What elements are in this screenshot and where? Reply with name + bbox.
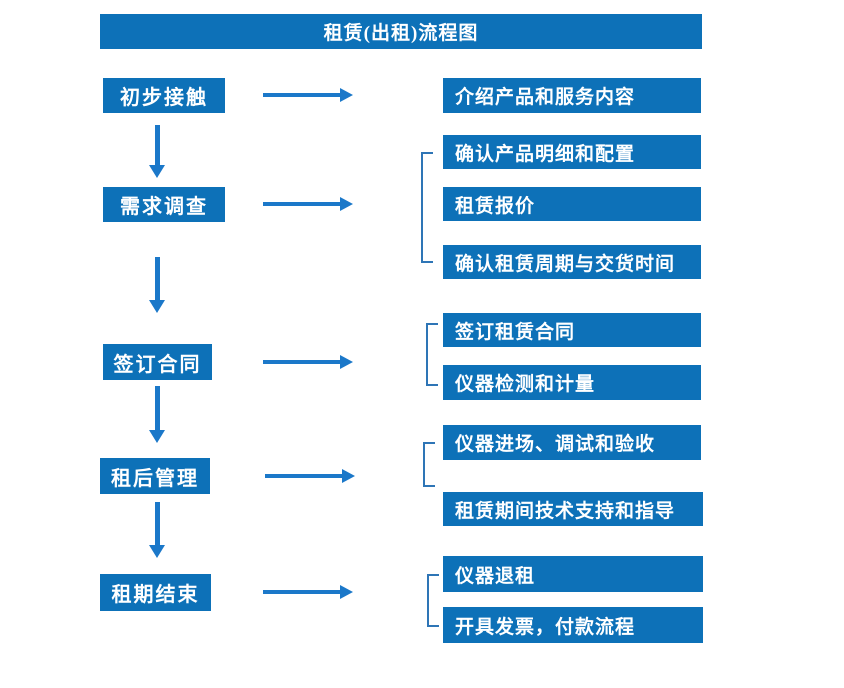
detail-box: 确认租赁周期与交货时间 [443,245,701,279]
group-bracket [427,574,439,627]
group-bracket [426,323,438,386]
page-title: 租赁(出租)流程图 [323,23,479,44]
step-box-rental-end: 租期结束 [100,574,211,611]
step-label: 租后管理 [111,467,199,490]
detail-box: 租赁期间技术支持和指导 [443,492,703,526]
detail-label: 确认产品明细和配置 [455,143,636,165]
group-bracket [423,442,435,487]
step-label: 租期结束 [111,584,200,606]
arrow-down-icon [149,125,165,178]
step-label: 初步接触 [120,87,208,109]
step-label: 签订合同 [113,353,202,376]
step-box-demand-survey: 需求调查 [103,187,225,222]
arrow-right-icon [263,355,353,369]
title-bar: 租赁(出租)流程图 [100,14,702,49]
arrow-right-icon [263,585,353,599]
arrow-down-icon [149,386,165,443]
detail-label: 租赁期间技术支持和指导 [455,500,676,522]
detail-label: 确认租赁周期与交货时间 [455,253,676,275]
step-label: 需求调查 [120,196,208,218]
detail-label: 开具发票，付款流程 [455,616,636,638]
step-box-initial-contact: 初步接触 [103,78,225,113]
detail-box: 介绍产品和服务内容 [443,78,701,113]
detail-label: 租赁报价 [455,195,536,217]
arrow-down-icon [149,257,165,313]
detail-box: 签订租赁合同 [443,313,701,347]
detail-label: 仪器进场、调试和验收 [455,434,656,455]
detail-box: 仪器退租 [443,556,703,592]
detail-label: 介绍产品和服务内容 [455,87,636,108]
detail-box: 开具发票，付款流程 [443,607,703,643]
group-bracket [421,152,433,263]
arrow-right-icon [265,469,355,483]
arrow-right-icon [263,197,353,211]
detail-box: 租赁报价 [443,187,701,221]
detail-label: 签订租赁合同 [455,321,576,343]
detail-box: 仪器进场、调试和验收 [443,425,701,460]
step-box-post-rental-management: 租后管理 [100,458,210,494]
arrow-down-icon [149,502,165,558]
detail-label: 仪器检测和计量 [455,374,596,395]
detail-label: 仪器退租 [455,565,536,587]
arrow-right-icon [263,88,353,102]
detail-box: 仪器检测和计量 [443,365,701,400]
step-box-sign-contract: 签订合同 [103,344,212,380]
detail-box: 确认产品明细和配置 [443,135,701,169]
